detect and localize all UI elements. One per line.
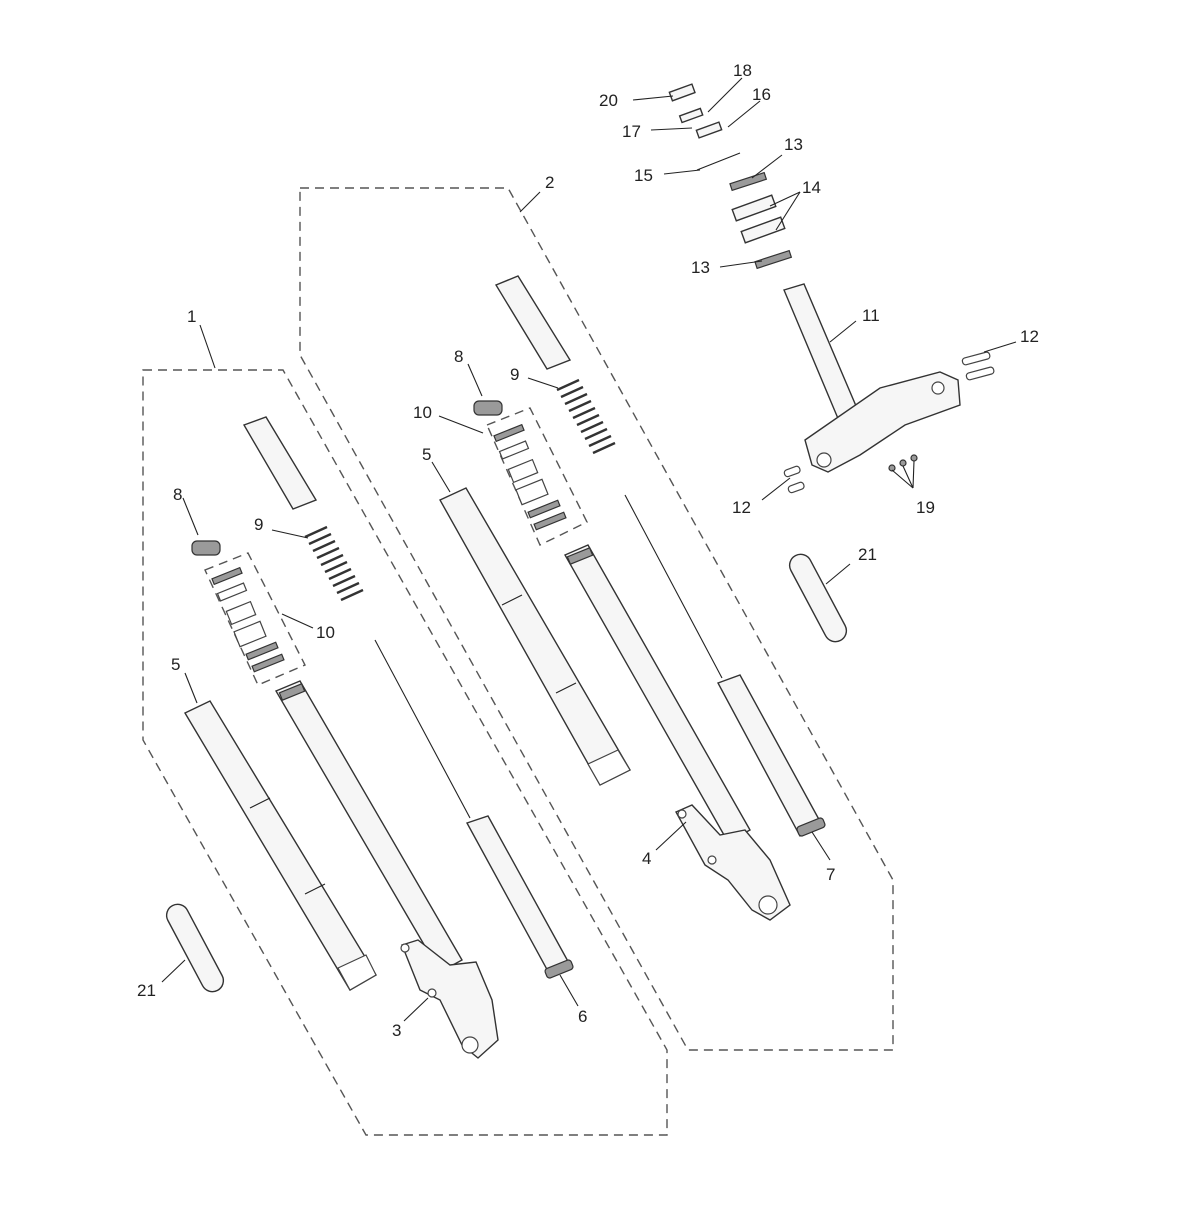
bearing-lower: [754, 249, 793, 270]
callout-14: 14: [802, 178, 821, 197]
inner-tube-right: [564, 544, 751, 843]
washer-16: [695, 121, 723, 139]
callout-8-left: 8: [173, 485, 182, 504]
kit-10-left-parts: [211, 566, 285, 673]
callout-10-left: 10: [316, 623, 335, 642]
callout-19: 19: [916, 498, 935, 517]
kit-10-right-parts: [493, 423, 567, 531]
spring-right: [556, 378, 616, 455]
fork-cap-left: [191, 540, 221, 556]
callout-21-left: 21: [137, 981, 156, 1000]
spring-left: [304, 525, 364, 602]
inner-tube-left: [274, 680, 463, 973]
callout-5-left: 5: [171, 655, 180, 674]
bearing-upper: [729, 171, 768, 192]
callout-8-right: 8: [454, 347, 463, 366]
damper-rod-right: [624, 494, 723, 679]
damper-cartridge-left: [465, 815, 571, 976]
small-screws-19: [888, 454, 918, 472]
callout-12-lower: 12: [732, 498, 751, 517]
axle-clamp-right: [675, 804, 791, 921]
callout-9-left: 9: [254, 515, 263, 534]
callout-16: 16: [752, 85, 771, 104]
callout-13-lower: 13: [691, 258, 710, 277]
clamp-bolts-lower: [783, 465, 805, 494]
outer-tube-right: [439, 487, 631, 786]
clamp-bolts-upper: [961, 351, 995, 381]
callout-5-right: 5: [422, 445, 431, 464]
guard-pad-right: [788, 553, 848, 643]
callout-11: 11: [862, 306, 880, 325]
callout-10-right: 10: [413, 403, 432, 422]
guard-pad-left: [165, 903, 225, 993]
callout-7: 7: [826, 865, 835, 884]
cap-20: [668, 83, 696, 102]
assembly-1-boundary: [142, 369, 668, 1136]
callout-17: 17: [622, 122, 641, 141]
yoke-assembly: [668, 83, 995, 494]
damper-rod-left: [374, 639, 471, 819]
callout-2: 2: [545, 173, 554, 192]
fork-assembly-left: [165, 416, 574, 1059]
callout-15: 15: [634, 166, 653, 185]
callout-18: 18: [733, 61, 752, 80]
callout-12-upper: 12: [1020, 327, 1039, 346]
spacer-tube-left: [242, 416, 318, 510]
callout-3: 3: [392, 1021, 401, 1040]
bearing-race-b: [740, 216, 786, 244]
bottom-yoke: [804, 371, 961, 473]
kit-10-left-boundary: [204, 552, 306, 686]
steering-stem: [783, 283, 863, 429]
spacer-tube-right: [494, 275, 572, 370]
kit-10-right-boundary: [486, 407, 588, 546]
callout-labels: 1 2 3 4 5 5 6 7 8 8 9 9 10 10 11 12 12 1…: [137, 61, 1039, 1040]
callout-13-upper: 13: [784, 135, 803, 154]
fork-cap-right: [473, 400, 503, 416]
fork-assembly-right: [439, 275, 848, 921]
callout-1: 1: [187, 307, 196, 326]
nut-18: [678, 107, 704, 124]
callout-20: 20: [599, 91, 618, 110]
callout-21-right: 21: [858, 545, 877, 564]
callout-9-right: 9: [510, 365, 519, 384]
callout-6: 6: [578, 1007, 587, 1026]
leader-lines: [161, 77, 1017, 1022]
bearing-race-a: [731, 194, 777, 222]
callout-4: 4: [642, 849, 651, 868]
seal-15: [696, 152, 741, 171]
outer-tube-left: [184, 700, 377, 991]
